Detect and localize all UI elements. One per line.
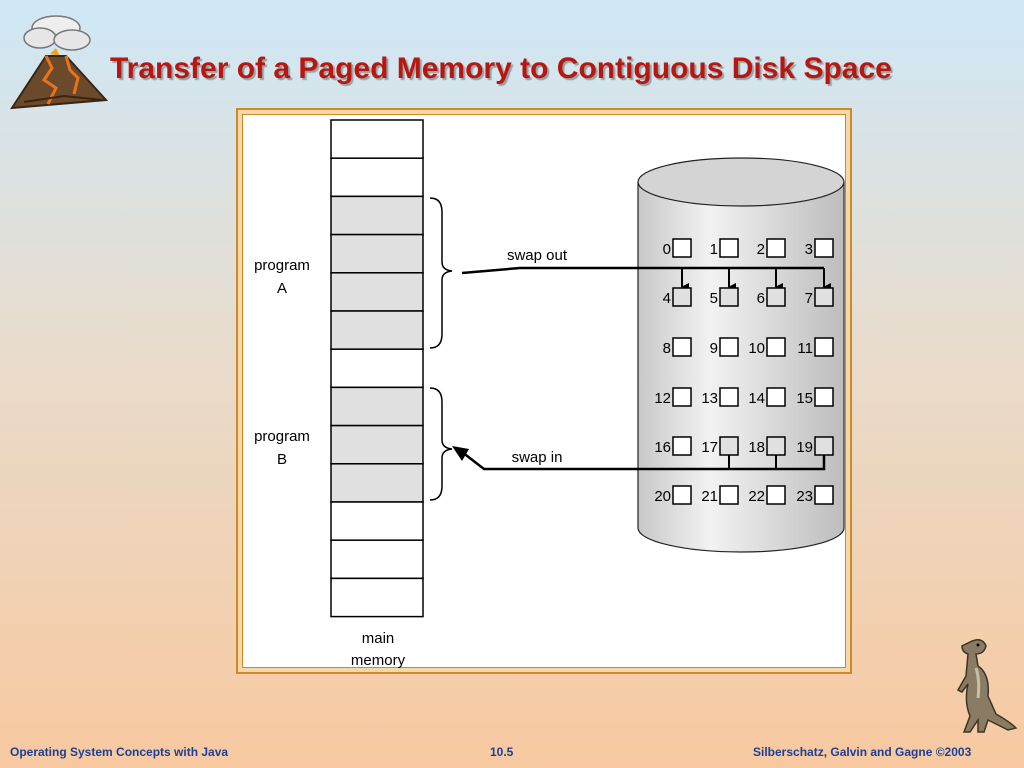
- program-a-label-line1: program: [254, 257, 310, 274]
- disk-block-number: 4: [663, 290, 671, 307]
- disk-block: [814, 337, 834, 357]
- disk-block: [719, 387, 739, 407]
- disk-block: [766, 238, 786, 258]
- disk-block: [672, 436, 692, 456]
- disk-block-number: 16: [654, 439, 671, 456]
- disk-block-number: 11: [797, 340, 813, 357]
- program-b-label-line2: B: [277, 451, 287, 468]
- volcano-icon: [10, 15, 109, 110]
- memory-frame: [330, 119, 424, 159]
- dinosaur-icon: [956, 639, 1018, 733]
- memory-frame: [330, 577, 424, 618]
- memory-frame: [330, 463, 424, 503]
- memory-frame: [330, 272, 424, 312]
- disk-block-number: 8: [663, 340, 671, 357]
- footer-page-number: 10.5: [490, 745, 514, 759]
- disk-block-number: 10: [748, 340, 765, 357]
- disk-block-number: 22: [748, 488, 765, 505]
- disk-block: [814, 287, 834, 307]
- disk-block-number: 23: [796, 488, 813, 505]
- disk-block: [814, 238, 834, 258]
- main-memory: [330, 119, 424, 618]
- disk-block-number: 1: [710, 241, 718, 258]
- disk-block: [766, 387, 786, 407]
- program-a-brace: [429, 197, 453, 349]
- memory-frame: [330, 157, 424, 198]
- disk-block: [814, 387, 834, 407]
- memory-frame: [330, 348, 424, 389]
- disk-block-number: 0: [663, 241, 671, 258]
- slide-title: Transfer of a Paged Memory to Contiguous…: [110, 52, 892, 85]
- disk-block-number: 19: [796, 439, 813, 456]
- disk-block-number: 14: [748, 390, 765, 407]
- disk-block: [766, 337, 786, 357]
- disk-block: [766, 485, 786, 505]
- disk-block-number: 9: [710, 340, 718, 357]
- footer-authors: Silberschatz, Galvin and Gagne ©2003: [753, 745, 972, 759]
- program-b-label-line1: program: [254, 428, 310, 445]
- disk-cylinder: [637, 157, 845, 553]
- disk-block: [719, 238, 739, 258]
- main-memory-label-line1: main: [362, 630, 395, 647]
- disk-block-number: 3: [805, 241, 813, 258]
- disk-block: [719, 436, 739, 456]
- disk-block-number: 5: [710, 290, 718, 307]
- disk-block: [814, 485, 834, 505]
- disk-block: [719, 287, 739, 307]
- swap-out-line: [461, 266, 824, 275]
- disk-block: [672, 387, 692, 407]
- swap-connectors: [681, 268, 831, 469]
- disk-block: [672, 287, 692, 307]
- disk-block: [719, 485, 739, 505]
- disk-block-number: 18: [748, 439, 765, 456]
- swap-in-arrowhead: [452, 446, 469, 461]
- disk-block: [672, 238, 692, 258]
- disk-block-number: 20: [654, 488, 671, 505]
- swap-out-label: swap out: [507, 247, 568, 264]
- disk-block-number: 6: [757, 290, 765, 307]
- memory-frame: [330, 386, 424, 427]
- memory-frame: [330, 310, 424, 350]
- disk-block-number: 15: [796, 390, 813, 407]
- disk-block-number: 2: [757, 241, 765, 258]
- disk-block: [766, 287, 786, 307]
- disk-block: [719, 337, 739, 357]
- memory-frame: [330, 424, 424, 465]
- disk-block: [672, 337, 692, 357]
- swap-in-label: swap in: [512, 449, 563, 466]
- memory-frame: [330, 195, 424, 236]
- memory-frame: [330, 539, 424, 580]
- footer-course: Operating System Concepts with Java: [10, 745, 229, 759]
- disk-block-number: 21: [701, 488, 718, 505]
- disk-block: [814, 436, 834, 456]
- disk-block-number: 7: [805, 290, 813, 307]
- main-memory-label-line2: memory: [351, 652, 406, 669]
- program-a-label-line2: A: [277, 280, 287, 297]
- disk-block-number: 17: [701, 439, 718, 456]
- program-b-brace: [429, 387, 453, 501]
- disk-block-number: 12: [654, 390, 671, 407]
- disk-block-number: 13: [701, 390, 718, 407]
- disk-block: [672, 485, 692, 505]
- memory-frame: [330, 233, 424, 274]
- memory-frame: [330, 501, 424, 541]
- disk-block: [766, 436, 786, 456]
